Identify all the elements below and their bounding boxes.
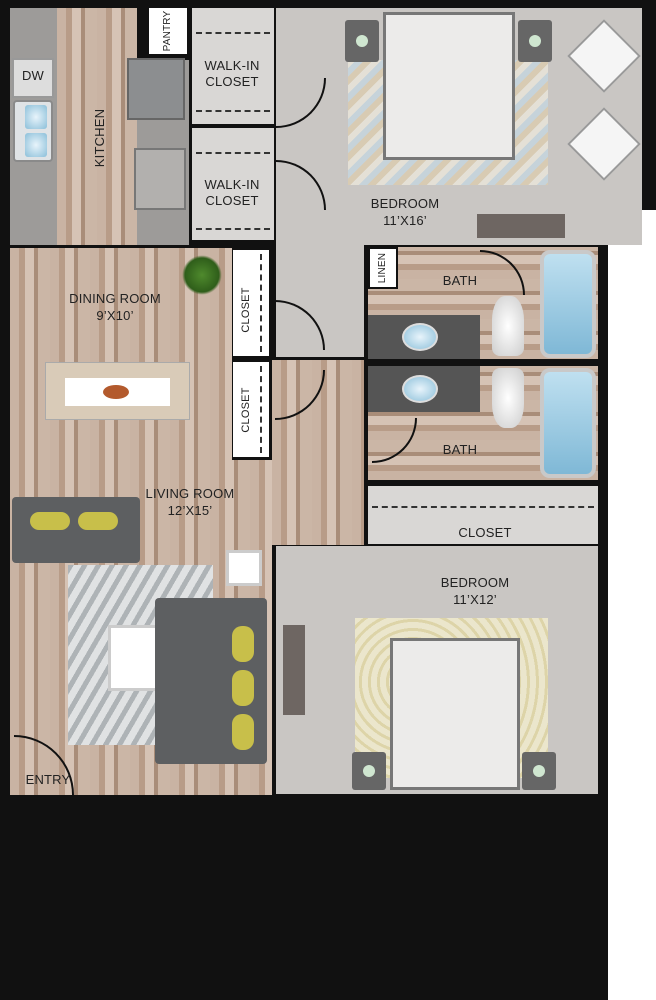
fruit-bowl [103, 385, 129, 399]
closet-3-label: CLOSET [458, 525, 512, 540]
bed [383, 12, 515, 160]
loveseat [12, 497, 140, 563]
bedroom-2-label: BEDROOM [440, 575, 510, 590]
bed [390, 638, 520, 790]
closet-rod [196, 152, 270, 154]
pantry-label: PANTRY [162, 10, 173, 52]
bathtub [540, 250, 596, 358]
sink-basin [25, 105, 47, 129]
pantry [147, 6, 189, 56]
plant [182, 255, 222, 295]
pillow [30, 512, 70, 530]
pillow [232, 670, 254, 706]
dining-room-size: 9’X10’ [96, 308, 134, 323]
walkin-closet-2 [192, 128, 274, 240]
closet-rod [260, 254, 262, 352]
closet-1-label: CLOSET [240, 287, 252, 333]
nightstand [518, 20, 552, 62]
refrigerator [127, 58, 185, 120]
vanity-basin [402, 323, 438, 351]
pillow [232, 714, 254, 750]
bath-1-label: BATH [442, 273, 478, 288]
walkin-closet-1-label: WALK-IN CLOSET [204, 58, 260, 89]
living-room-label: LIVING ROOM [145, 486, 235, 501]
closet-2 [233, 362, 269, 457]
dishwasher [12, 58, 54, 98]
toilet [492, 368, 524, 428]
stove [134, 148, 186, 210]
bedroom-1-size: 11’X16’ [383, 213, 427, 228]
linen-label: LINEN [377, 252, 388, 284]
bedroom-1-label: BEDROOM [370, 196, 440, 211]
pillow [78, 512, 118, 530]
bedroom-2-size: 11’X12’ [453, 592, 497, 607]
dining-room-label: DINING ROOM [69, 291, 161, 306]
linen-closet [368, 247, 398, 289]
entry-label: ENTRY [25, 772, 71, 787]
closet-1 [233, 250, 269, 356]
bath-2-label: BATH [442, 442, 478, 457]
dresser [283, 625, 305, 715]
nightstand [352, 752, 386, 790]
dishwasher-label: DW [21, 68, 45, 83]
nightstand [522, 752, 556, 790]
kitchen-label: KITCHEN [92, 108, 107, 168]
closet-rod [196, 110, 270, 112]
walkin-closet-1 [192, 8, 274, 124]
closet-3 [368, 486, 598, 544]
dresser [477, 214, 565, 238]
side-table [226, 550, 262, 586]
hallway [272, 360, 364, 545]
walkin-closet-2-label: WALK-IN CLOSET [204, 177, 260, 208]
kitchen-floor [57, 8, 137, 245]
closet-2-label: CLOSET [240, 387, 252, 433]
sink-basin [25, 133, 47, 157]
vanity-basin [402, 375, 438, 403]
closet-rod [372, 506, 594, 508]
closet-rod [196, 32, 270, 34]
nightstand [345, 20, 379, 62]
bathtub [540, 368, 596, 478]
pillow [232, 626, 254, 662]
closet-rod [196, 228, 270, 230]
toilet [492, 296, 524, 356]
living-room-size: 12’X15’ [167, 503, 213, 518]
closet-rod [260, 366, 262, 453]
